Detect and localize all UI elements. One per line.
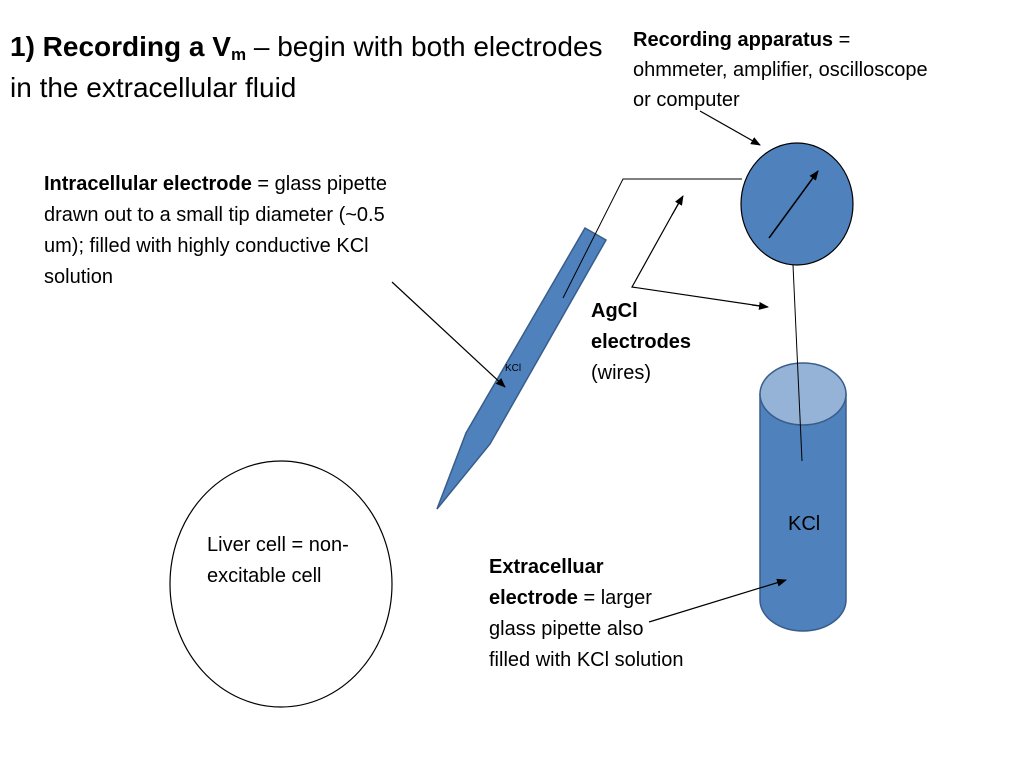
recording-apparatus-definition: = ohmmeter, amplifier, oscilloscope or c…	[633, 29, 928, 111]
apparatus-pointer-arrow	[699, 110, 761, 146]
extracellular-electrode-label: Extracelluar electrode = larger glass pi…	[489, 552, 689, 676]
title-subscript: m	[230, 45, 247, 64]
extracellular-pipette-opening	[759, 362, 847, 426]
intracellular-pointer-arrow	[391, 281, 506, 388]
meter-icon	[740, 142, 854, 266]
title-prefix: 1) Recording a V	[10, 31, 231, 62]
recording-apparatus-label: Recording apparatus = ohmmeter, amplifie…	[633, 25, 933, 115]
agcl-pointer-arrowhead-upper	[671, 195, 684, 216]
slide-title: 1) Recording a Vm – begin with both elec…	[10, 26, 610, 108]
extracellular-kcl-label: KCl	[788, 513, 821, 535]
intracellular-electrode-term: Intracellular electrode	[44, 173, 252, 195]
agcl-pointer-arrows	[631, 196, 768, 308]
title-rest: – begin with both electrodes in the extr…	[10, 31, 603, 103]
agcl-electrodes-term: AgCl electrodes	[591, 300, 692, 353]
agcl-pointer-arrowhead-right	[751, 301, 769, 310]
intracellular-pipette	[436, 226, 608, 510]
meter-needle-arrow	[768, 170, 819, 239]
intracellular-kcl-label: KCl	[505, 363, 522, 374]
extracellular-electrode-term: Extracelluar electrode	[489, 556, 604, 609]
extracellular-agcl-wire	[792, 264, 803, 462]
recording-apparatus-term: Recording apparatus	[633, 29, 834, 51]
extracellular-electrode-definition: = larger glass pipette also filled with …	[489, 587, 684, 671]
liver-cell	[169, 460, 393, 708]
agcl-electrodes-label: AgCl electrodes (wires)	[591, 296, 731, 389]
liver-cell-label: Liver cell = non-excitable cell	[207, 534, 349, 587]
intracellular-agcl-wire	[562, 178, 742, 299]
intracellular-electrode-label: Intracellular electrode = glass pipette …	[44, 169, 404, 293]
intracellular-electrode-definition: = glass pipette drawn out to a small tip…	[44, 173, 387, 288]
agcl-electrodes-definition: (wires)	[591, 362, 651, 384]
recording-apparatus-circle	[740, 142, 854, 266]
extracellular-pointer-arrow	[648, 578, 787, 623]
extracellular-pipette	[759, 362, 847, 632]
